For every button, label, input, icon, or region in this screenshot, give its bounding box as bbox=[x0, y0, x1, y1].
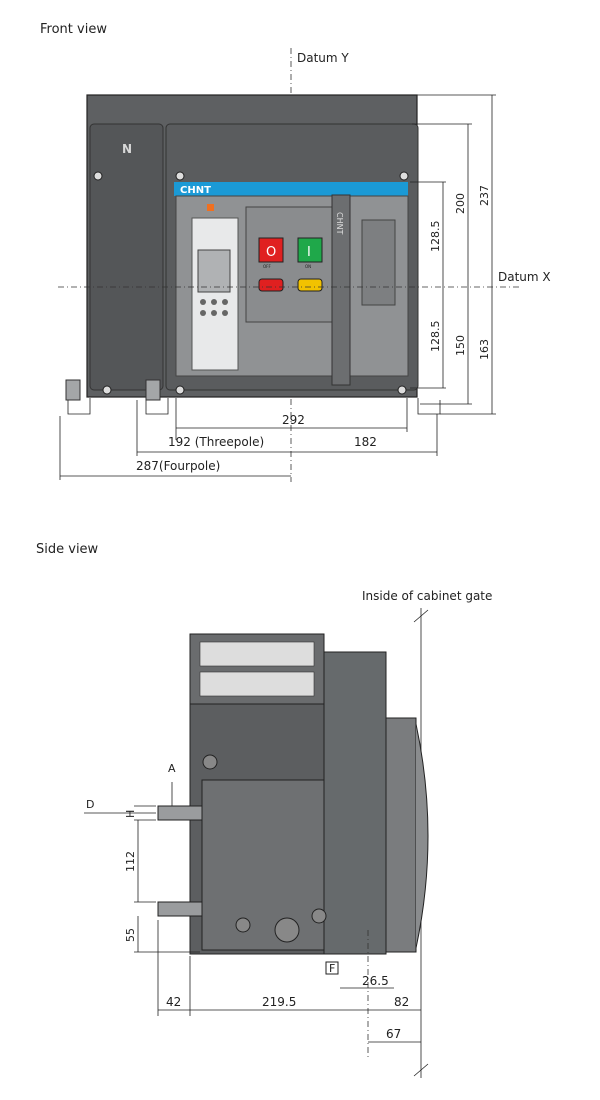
dim-192-threepole: 192 (Threepole) bbox=[168, 435, 264, 449]
racking-handle bbox=[331, 194, 351, 386]
front-view-title: Front view bbox=[40, 22, 107, 37]
side-view-drawing: Inside of cabinet gate A D H bbox=[84, 589, 492, 1078]
left-foot bbox=[67, 398, 91, 415]
dim-112: 112 bbox=[124, 851, 137, 872]
dim-128-upper: 128.5 bbox=[429, 221, 442, 253]
controller-display bbox=[197, 249, 231, 293]
mid-foot bbox=[145, 398, 169, 415]
dim-292: 292 bbox=[282, 413, 305, 427]
dim-150: 150 bbox=[454, 335, 467, 356]
side-knob-right bbox=[311, 908, 327, 924]
n-pole-label: N bbox=[122, 142, 132, 156]
status-led bbox=[207, 204, 214, 211]
dim-128-lower: 128.5 bbox=[429, 321, 442, 353]
on-symbol: I bbox=[307, 245, 311, 260]
dim-42: 42 bbox=[166, 995, 181, 1009]
mid-terminal bbox=[145, 379, 161, 401]
dim-182: 182 bbox=[354, 435, 377, 449]
datum-y-label: Datum Y bbox=[297, 51, 349, 65]
datum-x-label: Datum X bbox=[498, 270, 551, 284]
dim-219-5: 219.5 bbox=[262, 995, 296, 1009]
n-pole-panel bbox=[89, 123, 164, 391]
controller-buttons bbox=[200, 299, 228, 316]
dim-55: 55 bbox=[124, 928, 137, 942]
trip-controller bbox=[191, 217, 239, 371]
side-handle-arc bbox=[415, 723, 429, 949]
side-door-panel bbox=[385, 717, 417, 953]
busbar-lower bbox=[157, 901, 203, 917]
label-a: A bbox=[168, 762, 176, 775]
left-terminal bbox=[65, 379, 81, 401]
side-knob-center bbox=[274, 917, 300, 943]
dim-237: 237 bbox=[478, 185, 491, 206]
dim-287-fourpole: 287(Fourpole) bbox=[136, 459, 220, 473]
operation-panel bbox=[245, 206, 333, 323]
side-front-panel bbox=[323, 651, 387, 955]
vent-slots bbox=[199, 641, 315, 697]
dim-163: 163 bbox=[478, 339, 491, 360]
off-indicator bbox=[258, 278, 284, 292]
side-knob-top bbox=[202, 754, 218, 770]
on-button bbox=[297, 237, 323, 263]
off-button bbox=[258, 237, 284, 263]
side-knob-left bbox=[235, 917, 251, 933]
side-view-title: Side view bbox=[36, 542, 99, 557]
label-f-box bbox=[325, 961, 339, 975]
off-symbol: O bbox=[266, 245, 276, 260]
busbar-upper bbox=[157, 805, 203, 821]
label-d: D bbox=[86, 798, 94, 811]
dim-200: 200 bbox=[454, 193, 467, 214]
label-h: H bbox=[124, 810, 137, 818]
mounting-screws bbox=[93, 171, 409, 395]
brand-logo: CHNT bbox=[180, 185, 211, 196]
dim-67: 67 bbox=[386, 1027, 401, 1041]
cabinet-gate-label: Inside of cabinet gate bbox=[362, 589, 492, 603]
dim-26-5: 26.5 bbox=[362, 974, 389, 988]
off-text: OFF bbox=[263, 264, 271, 269]
label-f: F bbox=[329, 962, 335, 975]
window-panel bbox=[361, 219, 396, 306]
right-foot bbox=[417, 398, 441, 415]
on-indicator bbox=[297, 278, 323, 292]
handle-brand: CHNT bbox=[335, 212, 344, 235]
dim-82: 82 bbox=[394, 995, 409, 1009]
brand-bar bbox=[174, 182, 408, 196]
front-view-drawing: Datum Y N CHNT O OFF I bbox=[58, 48, 551, 482]
on-text: ON bbox=[305, 264, 311, 269]
